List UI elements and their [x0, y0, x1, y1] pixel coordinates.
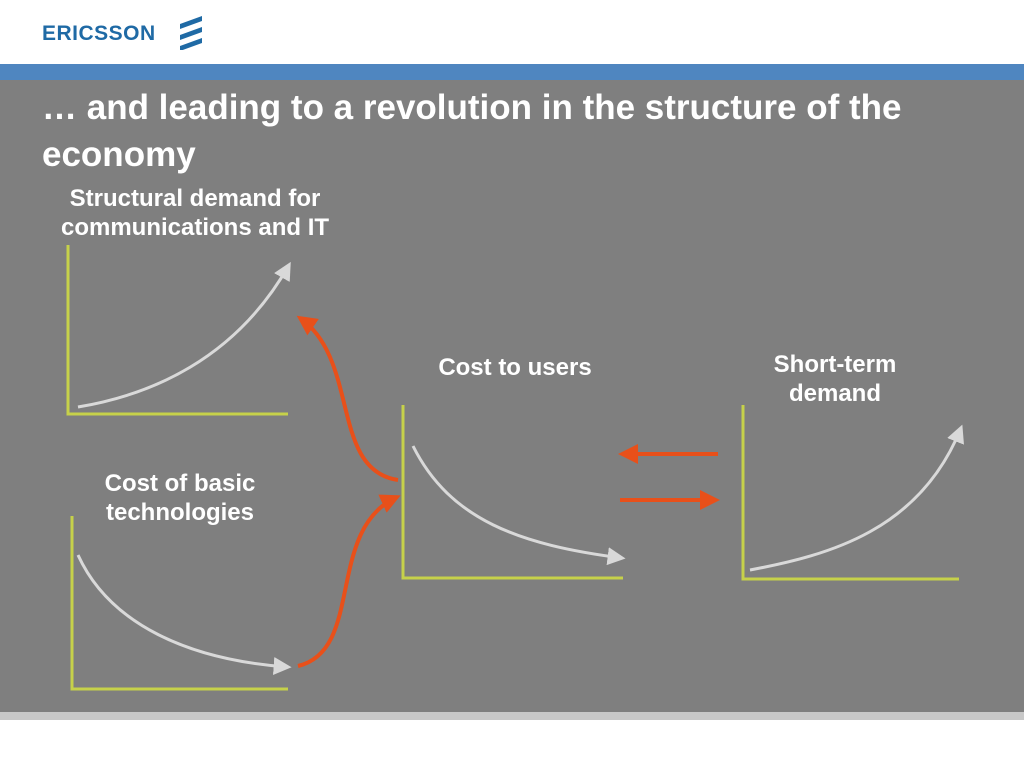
label-user-cost: Cost to users [438, 354, 592, 381]
curve-basic-tech-cost [76, 554, 292, 675]
label-structural-demand: Structural demand for communications and… [60, 185, 330, 241]
label-short-term-demand: Short-term demand [773, 351, 897, 407]
header-band [0, 64, 1024, 80]
axes-user-cost [401, 405, 623, 580]
label-basic-tech-cost: Cost of basic technologies [104, 470, 256, 526]
panel-structural-demand [66, 245, 291, 416]
axes-basic-tech-cost [70, 516, 288, 691]
curve-structural-demand [77, 261, 291, 409]
arrow-basic-tech-to-user-cost [297, 494, 401, 668]
axes-structural-demand [66, 245, 288, 416]
panel-short-term-demand [741, 405, 964, 581]
axes-short-term-demand [741, 405, 959, 581]
curve-short-term-demand [749, 424, 964, 572]
footer-strip [0, 712, 1024, 720]
ericsson-stripes-icon [180, 16, 202, 50]
slide-title: … and leading to a revolution in the str… [42, 88, 902, 174]
panel-user-cost [401, 405, 626, 580]
arrow-user-cost-to-structural-demand [296, 315, 399, 482]
ericsson-logo-text: ERICSSON [42, 22, 156, 45]
slide-stage [0, 80, 1024, 712]
panel-basic-tech-cost [70, 516, 292, 691]
slide-header: ERICSSON [0, 0, 1024, 64]
curve-user-cost [411, 445, 626, 566]
